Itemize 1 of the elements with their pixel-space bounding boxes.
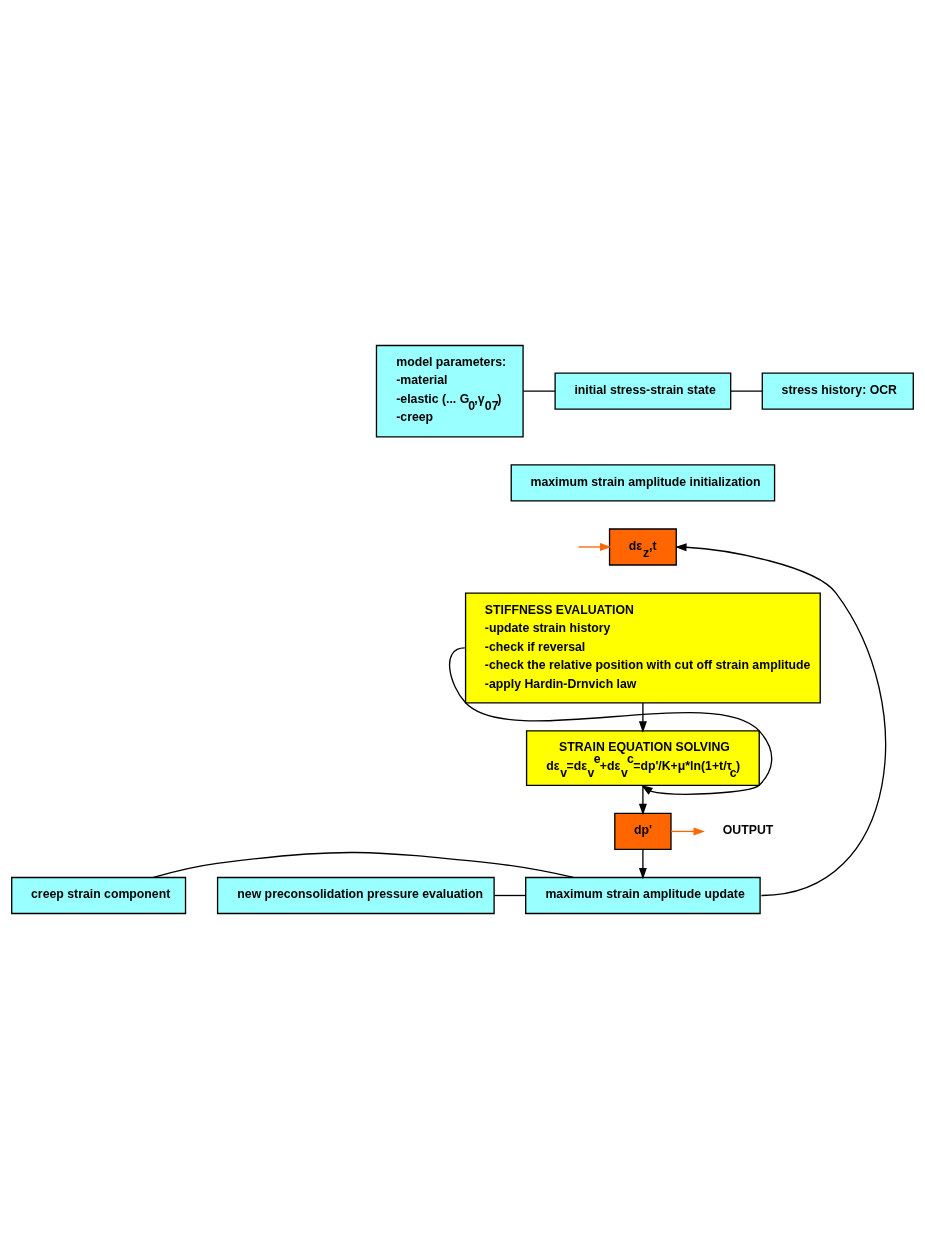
node-text: OUTPUT (722, 823, 774, 838)
